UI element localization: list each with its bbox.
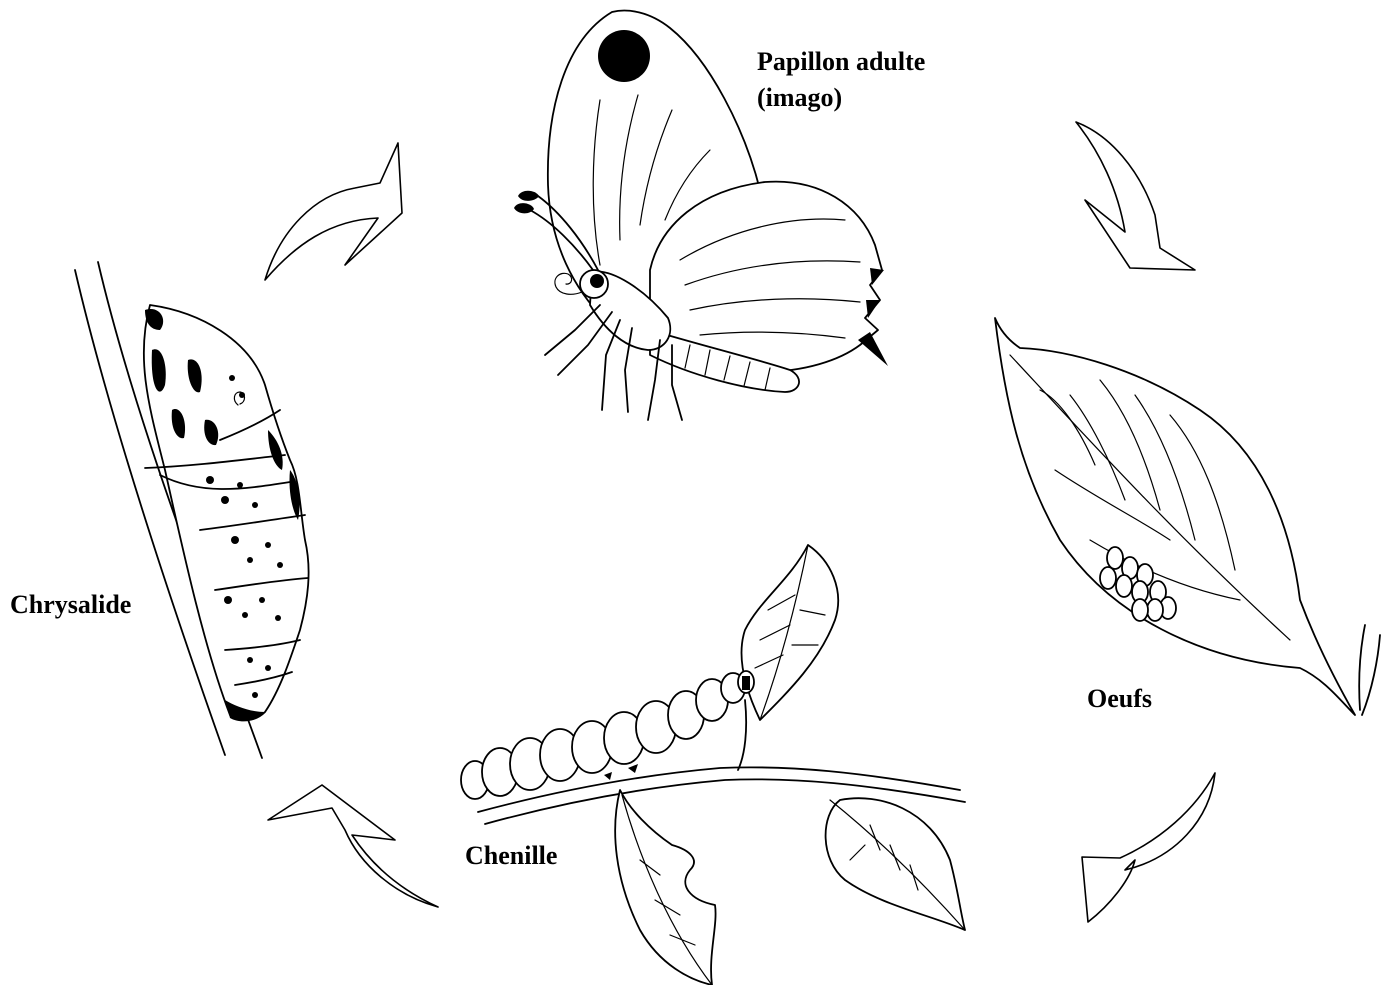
label-adult-line2: (imago) xyxy=(757,83,842,112)
label-chrysalis: Chrysalide xyxy=(10,590,131,619)
label-caterpillar: Chenille xyxy=(465,841,557,870)
caterpillar-illustration xyxy=(461,545,965,985)
label-eggs: Oeufs xyxy=(1087,684,1152,713)
arrow-caterpillar-to-chrysalis xyxy=(268,785,438,907)
label-adult-line1: Papillon adulte xyxy=(757,47,925,76)
chrysalis-illustration xyxy=(75,262,309,758)
arrow-eggs-to-caterpillar xyxy=(1082,773,1215,922)
arrow-chrysalis-to-adult xyxy=(265,143,402,280)
caterpillar-body xyxy=(461,671,754,799)
arrow-adult-to-eggs xyxy=(1076,122,1195,270)
eggs-leaf-illustration xyxy=(995,318,1380,715)
